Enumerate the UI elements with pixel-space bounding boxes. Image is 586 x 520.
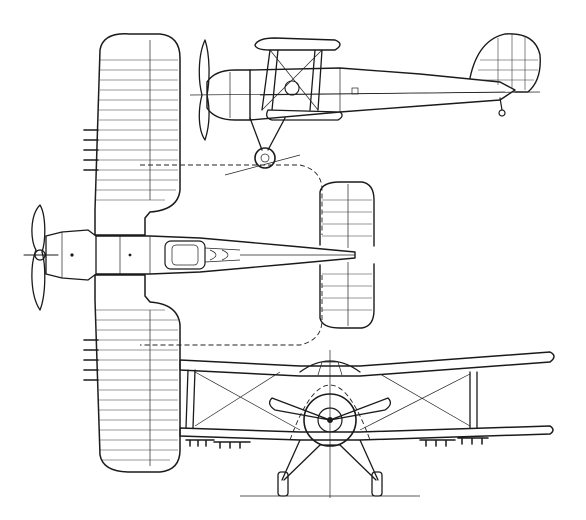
side-fuselage xyxy=(249,67,516,121)
front-bomb-racks xyxy=(185,437,489,449)
front-view xyxy=(179,350,555,498)
plan-view xyxy=(23,33,375,473)
plan-lower-wing-dashed xyxy=(140,164,323,346)
side-struts xyxy=(261,49,323,111)
front-lower-wing xyxy=(179,425,554,441)
side-view xyxy=(189,33,541,176)
plan-upper-wing xyxy=(83,33,181,473)
side-pilot-head xyxy=(284,80,300,96)
plan-wing-racks xyxy=(83,129,99,381)
plan-tailplane xyxy=(319,181,375,329)
side-undercarriage xyxy=(249,117,286,169)
side-fin xyxy=(469,33,541,93)
plan-fuselage xyxy=(95,235,356,275)
front-upper-wing xyxy=(179,351,555,377)
side-upper-wing xyxy=(254,37,341,51)
plan-propeller xyxy=(23,204,59,311)
front-struts xyxy=(185,369,478,431)
side-lower-wing xyxy=(266,109,343,121)
side-tailwheel xyxy=(498,109,506,117)
plan-wing-ribs xyxy=(96,59,178,461)
